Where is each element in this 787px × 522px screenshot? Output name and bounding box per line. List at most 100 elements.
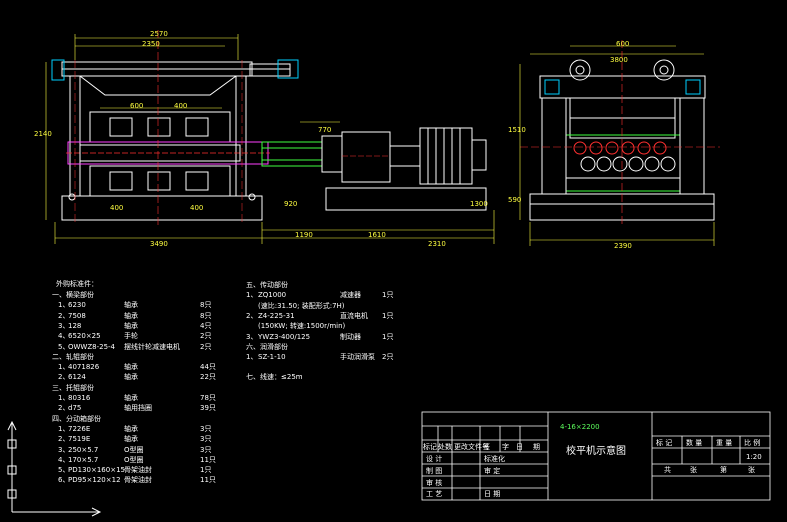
part-code: PD95×120×12 bbox=[68, 476, 121, 485]
part-qty: 44只 bbox=[200, 363, 216, 372]
part-code: PD130×160×15 bbox=[68, 466, 125, 475]
part-no: 3、 bbox=[246, 332, 258, 341]
dim-front-top-inner: 2350 bbox=[142, 40, 160, 48]
part-no: 1、 bbox=[246, 353, 258, 362]
part-no: 1、 bbox=[246, 291, 258, 300]
dim-side-top-1: 600 bbox=[616, 40, 630, 48]
parts-section-title: 四、分动箱部份 bbox=[52, 414, 101, 423]
dim-front-bottom-4: 2310 bbox=[428, 240, 446, 248]
part-code: 6124 bbox=[68, 373, 86, 382]
parts-list-heading: 外购标准件： bbox=[56, 280, 98, 288]
part-qty: 22只 bbox=[200, 373, 216, 382]
part-code: 6520×25 bbox=[68, 332, 101, 341]
dim-front-roll-pitch-4: 400 bbox=[190, 204, 204, 212]
part-no: 4、 bbox=[58, 455, 70, 464]
part-code: (速比:31.50; 装配形式:7H) bbox=[258, 301, 345, 310]
dim-front-shaft: 770 bbox=[318, 126, 332, 134]
rev-header: 字 bbox=[502, 443, 509, 451]
part-name: 轴承 bbox=[124, 435, 138, 444]
part-qty: 1只 bbox=[200, 466, 212, 475]
parts-section-title: 五、传动部份 bbox=[246, 281, 288, 289]
part-code: 7508 bbox=[68, 311, 86, 320]
part-name: 手轮 bbox=[124, 332, 138, 341]
part-no: 2、 bbox=[58, 404, 70, 413]
tb-sheet: 张 bbox=[690, 466, 697, 474]
part-name: 摆线针轮减速电机 bbox=[124, 342, 180, 351]
part-name: 骨架油封 bbox=[124, 466, 152, 475]
rev-header: 签 bbox=[483, 443, 490, 451]
front-view bbox=[45, 30, 495, 244]
dim-side-base: 590 bbox=[508, 196, 522, 204]
part-no: 1、 bbox=[58, 363, 70, 372]
part-no: 4、 bbox=[58, 332, 70, 341]
dim-side-height: 1510 bbox=[508, 126, 526, 134]
dim-front-roll-pitch-1: 600 bbox=[130, 102, 144, 110]
tb-scale: 1:20 bbox=[746, 453, 762, 461]
part-name: O型圈 bbox=[124, 445, 144, 454]
part-name: 轴承 bbox=[124, 394, 138, 402]
part-no: 2、 bbox=[58, 435, 70, 444]
part-qty: 8只 bbox=[200, 301, 212, 310]
part-name: 轴承 bbox=[124, 301, 138, 310]
part-code: 6230 bbox=[68, 301, 86, 310]
tb-label-weight: 重 量 bbox=[716, 439, 733, 447]
part-name: 直流电机 bbox=[340, 311, 368, 320]
part-no: 5、 bbox=[58, 342, 70, 351]
part-code: 7519E bbox=[68, 435, 91, 444]
dim-side-bottom: 2390 bbox=[614, 242, 632, 250]
part-no: 1、 bbox=[58, 424, 70, 433]
part-no: 1、 bbox=[58, 301, 70, 310]
tb-total: 共 bbox=[664, 466, 671, 474]
part-qty: 1只 bbox=[382, 291, 394, 300]
part-code: 128 bbox=[68, 321, 82, 330]
part-qty: 1只 bbox=[382, 311, 394, 320]
part-no: 3、 bbox=[58, 321, 70, 330]
part-code: Z4-225-31 bbox=[258, 311, 295, 320]
part-name: O型圈 bbox=[124, 455, 144, 464]
sign-row-mid: 审 定 bbox=[484, 467, 501, 475]
part-qty: 11只 bbox=[200, 476, 216, 485]
dim-side-top-2: 3800 bbox=[610, 56, 628, 64]
rev-header: 处数 bbox=[438, 443, 452, 451]
part-name: 轴用挡圈 bbox=[124, 404, 152, 413]
part-name: 轴承 bbox=[124, 424, 138, 433]
tb-label-mark: 标 记 bbox=[656, 439, 673, 447]
part-name: 制动器 bbox=[340, 332, 361, 341]
tb-page: 第 bbox=[720, 466, 727, 474]
part-qty: 3只 bbox=[200, 435, 212, 444]
sign-row-mid: 日 期 bbox=[484, 490, 501, 498]
part-no: 2、 bbox=[246, 311, 258, 320]
part-qty: 3只 bbox=[200, 424, 212, 433]
rev-header: 期 bbox=[533, 443, 540, 451]
part-qty: 8只 bbox=[200, 311, 212, 320]
sign-row-label: 设 计 bbox=[426, 455, 443, 463]
rev-header: 更改文件号 bbox=[454, 443, 489, 451]
part-name: 手动润滑泵 bbox=[340, 353, 375, 362]
part-qty: 2只 bbox=[200, 332, 212, 341]
dim-front-bottom-2: 1190 bbox=[295, 231, 313, 239]
parts-section-title: 三、托辊部份 bbox=[52, 383, 94, 392]
parts-section-title: 二、轧辊部份 bbox=[52, 352, 94, 361]
line-speed: 七、线速：≤25m bbox=[246, 373, 303, 382]
part-no: 5、 bbox=[58, 466, 70, 475]
sign-row-label: 制 图 bbox=[426, 467, 443, 475]
sign-row-mid: 标准化 bbox=[484, 455, 505, 463]
part-name: 轴承 bbox=[124, 321, 138, 330]
rev-header: 标记 bbox=[423, 443, 437, 451]
part-no: 2、 bbox=[58, 373, 70, 382]
part-code: OWWZ8-25-4 bbox=[68, 342, 116, 351]
part-code: 80316 bbox=[68, 394, 91, 402]
part-qty: 39只 bbox=[200, 404, 216, 413]
part-code: ZQ1000 bbox=[258, 291, 287, 300]
part-no: 1、 bbox=[58, 394, 70, 402]
model-number: 4-16×2200 bbox=[560, 423, 600, 431]
parts-section-title: 六、润滑部份 bbox=[246, 342, 288, 351]
part-qty: 4只 bbox=[200, 321, 212, 330]
part-qty: 2只 bbox=[200, 342, 212, 351]
dim-front-side-3: 920 bbox=[284, 200, 298, 208]
rev-header: 日 bbox=[516, 443, 523, 451]
part-code: 7226E bbox=[68, 424, 91, 433]
part-qty: 78只 bbox=[200, 394, 216, 402]
part-no: 6、 bbox=[58, 476, 70, 485]
part-no: 3、 bbox=[58, 445, 70, 454]
